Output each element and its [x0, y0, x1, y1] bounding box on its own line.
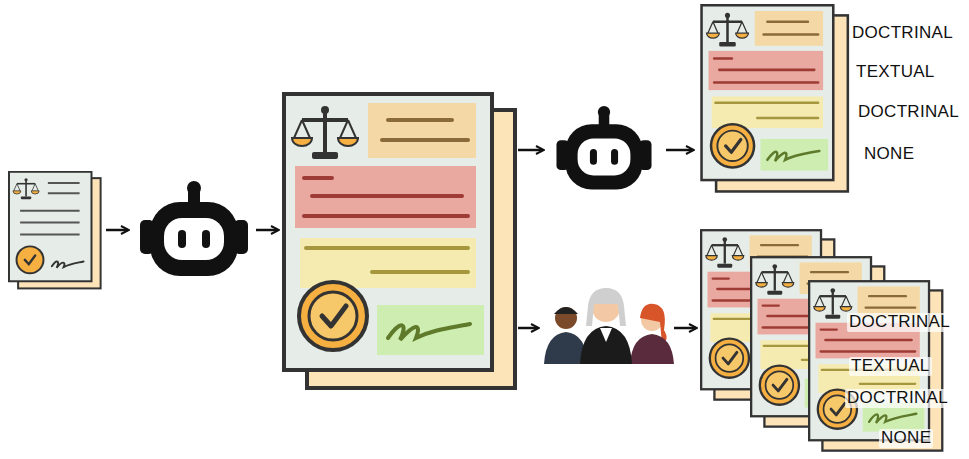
robot-icon — [556, 106, 651, 190]
category-label: TEXTUAL — [856, 63, 935, 82]
category-label: NONE — [879, 429, 933, 448]
classified-document — [809, 281, 942, 450]
category-label: NONE — [864, 145, 914, 164]
input-document — [9, 172, 101, 289]
flow-arrows — [106, 150, 696, 328]
category-label: DOCTRINAL — [845, 389, 950, 408]
classified-document — [702, 5, 848, 191]
category-label: TEXTUAL — [849, 357, 932, 376]
annotated-document — [284, 94, 515, 388]
category-label: DOCTRINAL — [858, 103, 959, 122]
category-label: DOCTRINAL — [847, 313, 952, 332]
legal-experts — [544, 288, 674, 364]
robot-icon — [140, 181, 248, 276]
category-label: DOCTRINAL — [852, 24, 953, 43]
